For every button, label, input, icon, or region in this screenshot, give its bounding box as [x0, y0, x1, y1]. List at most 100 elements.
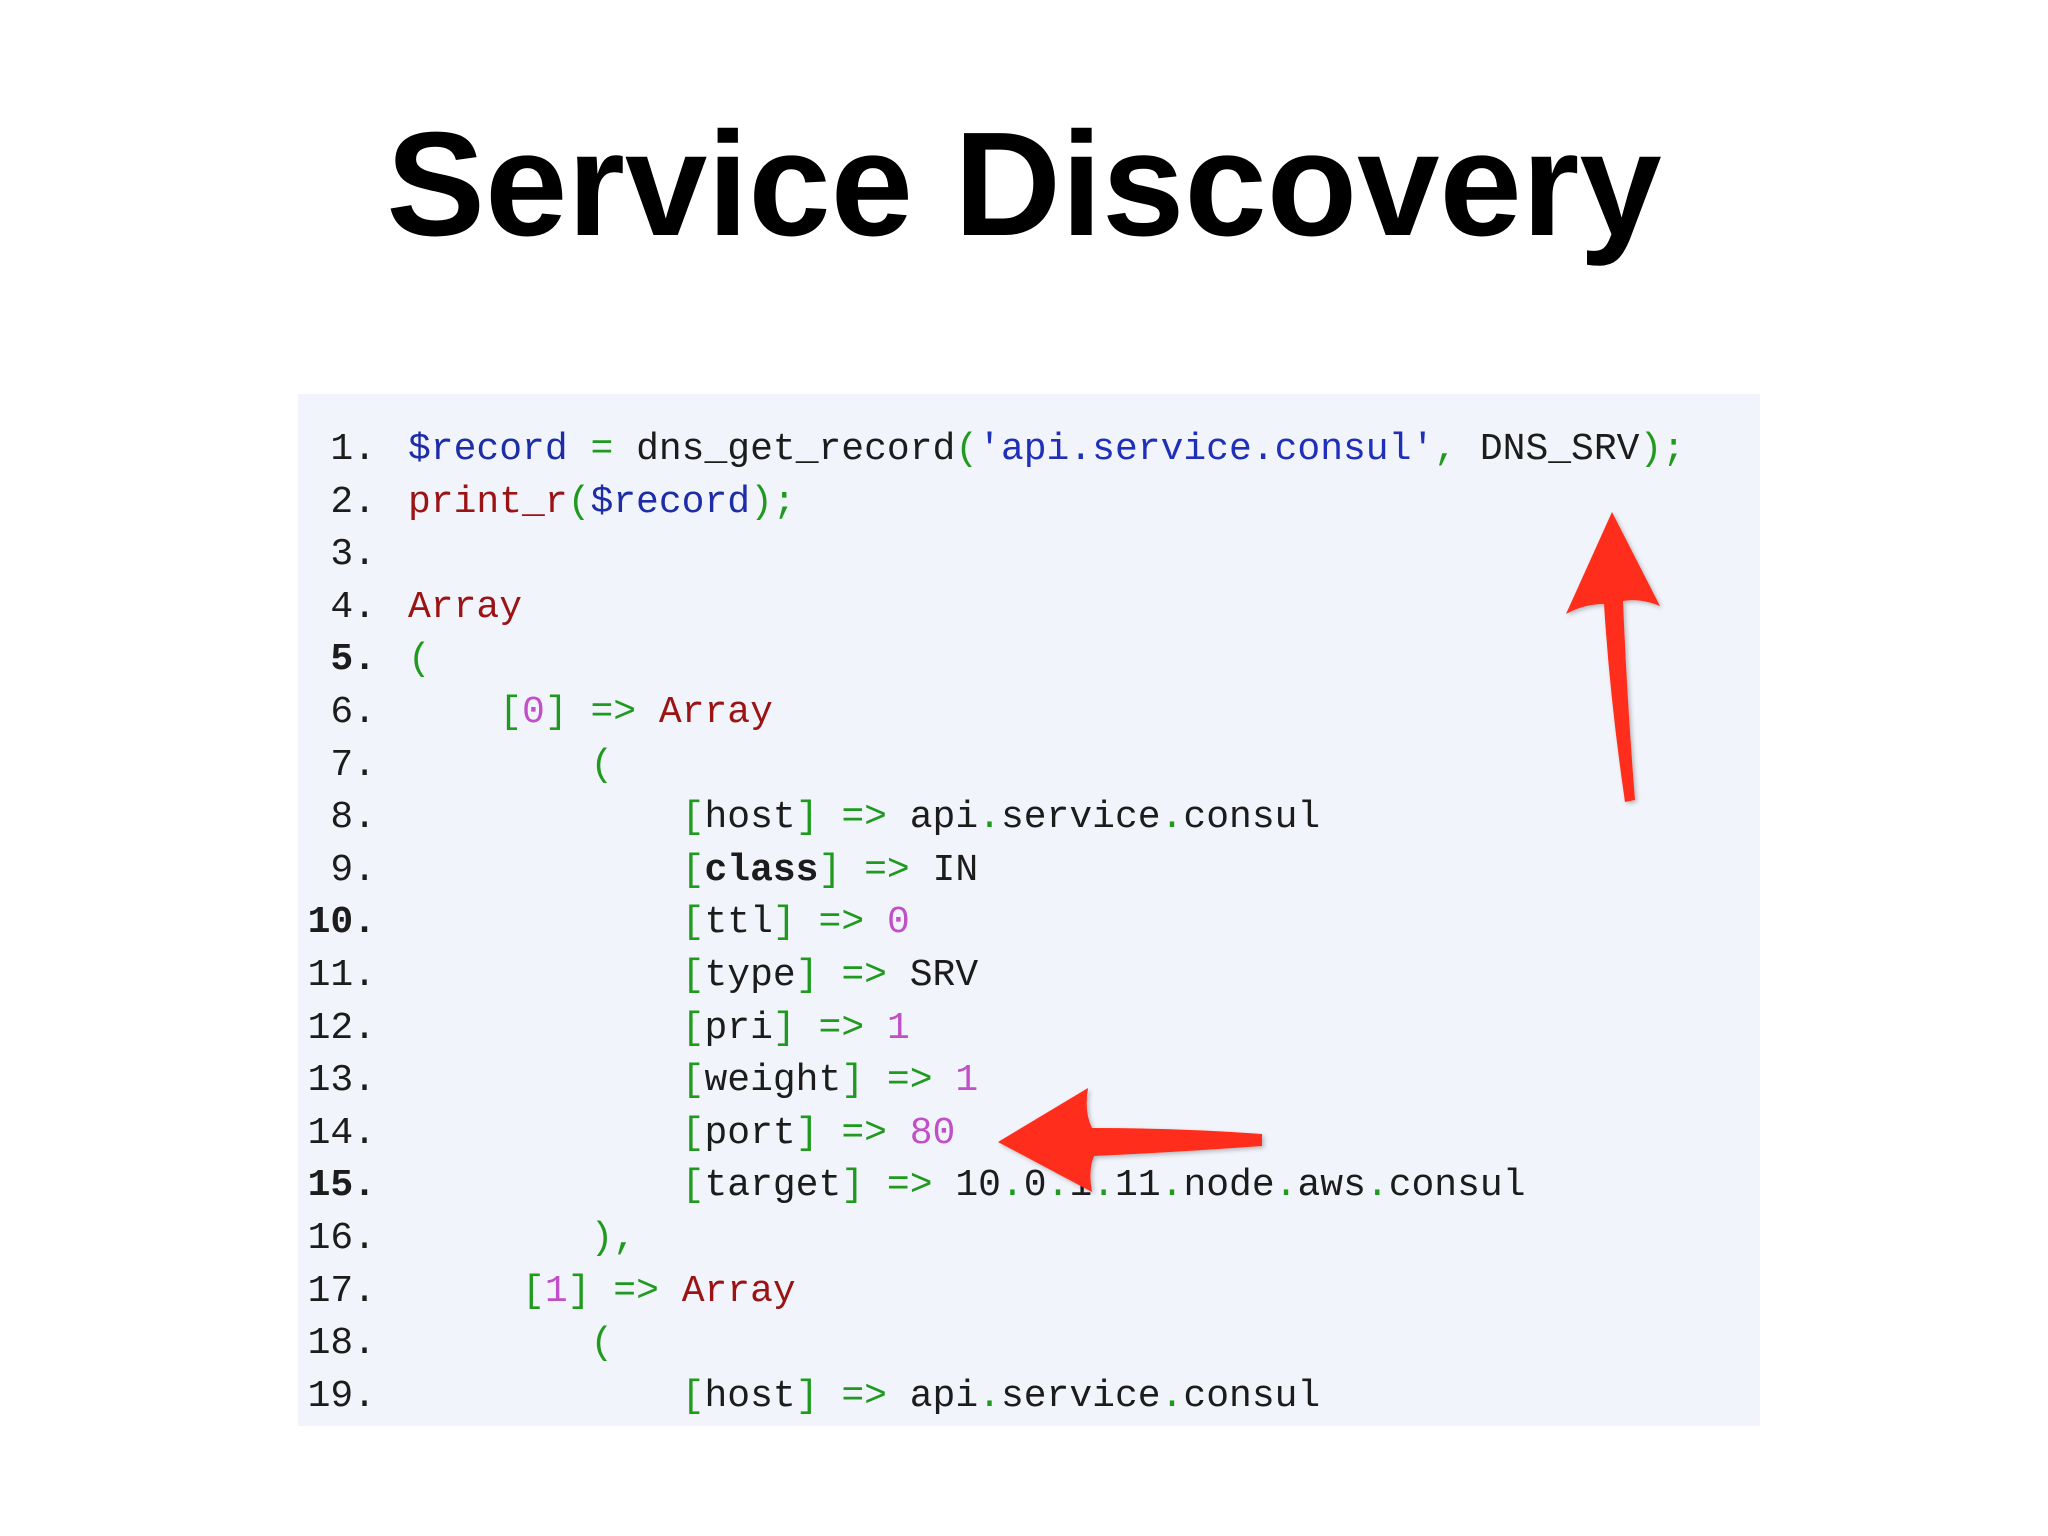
- line-number: 17.: [307, 1269, 376, 1313]
- code-token: node: [1183, 1164, 1275, 1208]
- code-text: [1] => Array: [408, 1266, 796, 1318]
- code-token: [819, 796, 842, 839]
- code-line: 2. print_r($record);: [298, 477, 1760, 529]
- line-number: 11.: [307, 954, 376, 997]
- code-token: =>: [841, 954, 887, 997]
- code-token: ]: [567, 1269, 591, 1313]
- code-text: $record = dns_get_record('api.service.co…: [408, 424, 1685, 476]
- code-token: [408, 1112, 682, 1155]
- code-token: ]: [544, 691, 568, 734]
- code-token: [659, 1270, 682, 1313]
- code-token: ]: [795, 954, 819, 997]
- code-token: 1: [544, 1269, 568, 1313]
- code-token: [819, 954, 842, 997]
- code-line: 17. [1] => Array: [298, 1266, 1760, 1318]
- code-line: 5.(: [298, 634, 1760, 686]
- line-number: 7.: [330, 743, 376, 787]
- code-token: [: [681, 1006, 705, 1050]
- code-token: [: [681, 901, 705, 945]
- code-token: [: [681, 1059, 705, 1103]
- code-line: 9. [class] => IN: [298, 845, 1760, 897]
- line-number: 8.: [330, 796, 376, 840]
- code-token: [408, 796, 682, 839]
- code-token: [887, 1112, 910, 1155]
- code-token: service: [1000, 796, 1161, 840]
- code-text: [host] => api.service.consul: [408, 1371, 1321, 1423]
- code-token: );: [750, 480, 796, 524]
- line-number: 13.: [307, 1059, 376, 1103]
- code-text: [weight] => 1: [408, 1055, 979, 1107]
- code-line: 16. ),: [298, 1213, 1760, 1265]
- code-token: [: [499, 691, 523, 734]
- code-token: .: [1092, 1164, 1116, 1208]
- line-number: 15.: [307, 1164, 376, 1208]
- code-text: [port] => 80: [408, 1108, 956, 1160]
- code-token: 80: [909, 1111, 956, 1155]
- code-token: host: [704, 1374, 796, 1418]
- code-token: [636, 691, 659, 734]
- code-token: consul: [1183, 1374, 1321, 1418]
- code-token: =: [590, 428, 614, 471]
- code-token: .: [978, 796, 1001, 840]
- code-token: 'api.service.consul': [978, 428, 1435, 471]
- code-token: );: [1639, 428, 1686, 471]
- code-token: .: [1274, 1164, 1298, 1208]
- code-text: Array: [408, 582, 522, 634]
- code-text: (: [408, 740, 613, 792]
- line-number: 18.: [307, 1322, 376, 1366]
- code-token: target: [704, 1164, 842, 1208]
- code-token: 0: [522, 691, 545, 734]
- code-token: =>: [886, 1164, 933, 1208]
- code-token: [: [681, 954, 705, 997]
- line-number: 10.: [307, 901, 376, 945]
- code-token: SRV: [886, 954, 979, 997]
- code-token: ]: [818, 848, 842, 892]
- code-line: 11. [type] => SRV: [298, 950, 1760, 1002]
- line-number: 4.: [330, 585, 376, 629]
- line-number: 2.: [330, 480, 376, 524]
- code-token: .: [978, 1374, 1001, 1418]
- code-token: [: [681, 848, 705, 892]
- code-token: (: [590, 1322, 614, 1366]
- code-token: ]: [795, 1374, 819, 1418]
- code-token: 1: [955, 1059, 979, 1103]
- code-token: [: [681, 1374, 705, 1418]
- code-token: 0: [1023, 1164, 1047, 1208]
- code-token: [408, 1164, 682, 1207]
- code-token: .: [1160, 1374, 1184, 1418]
- code-token: [: [681, 796, 705, 840]
- line-number: 5.: [330, 638, 376, 682]
- code-line: 13. [weight] => 1: [298, 1055, 1760, 1107]
- code-token: [: [681, 1164, 705, 1208]
- code-token: DNS_SRV: [1457, 428, 1640, 471]
- code-token: class: [704, 848, 819, 892]
- line-number: 9.: [330, 848, 376, 892]
- code-text: print_r($record);: [408, 477, 796, 529]
- code-token: [864, 1007, 887, 1050]
- code-token: consul: [1183, 796, 1321, 840]
- code-token: [408, 954, 682, 997]
- code-token: =>: [818, 901, 865, 945]
- code-line: 18. (: [298, 1318, 1760, 1370]
- code-text: [ttl] => 0: [408, 897, 910, 949]
- code-token: 1: [886, 1006, 910, 1050]
- code-token: [408, 1007, 682, 1050]
- code-token: ttl: [704, 901, 773, 945]
- code-token: IN: [909, 848, 979, 892]
- line-number: 19.: [307, 1374, 376, 1418]
- code-token: type: [704, 954, 796, 997]
- code-token: (: [590, 743, 614, 787]
- code-token: [408, 849, 682, 892]
- code-token: ]: [795, 796, 819, 840]
- line-number: 3.: [330, 533, 376, 577]
- code-token: [864, 1059, 887, 1102]
- code-token: Array: [658, 691, 773, 734]
- code-text: (: [408, 1318, 613, 1370]
- code-token: [796, 901, 819, 944]
- code-token: 10: [932, 1164, 1001, 1208]
- code-line: 19. [host] => api.service.consul: [298, 1371, 1760, 1423]
- code-token: =>: [590, 691, 637, 734]
- code-token: [: [522, 1269, 545, 1313]
- code-token: port: [704, 1111, 796, 1155]
- code-text: [type] => SRV: [408, 950, 978, 1002]
